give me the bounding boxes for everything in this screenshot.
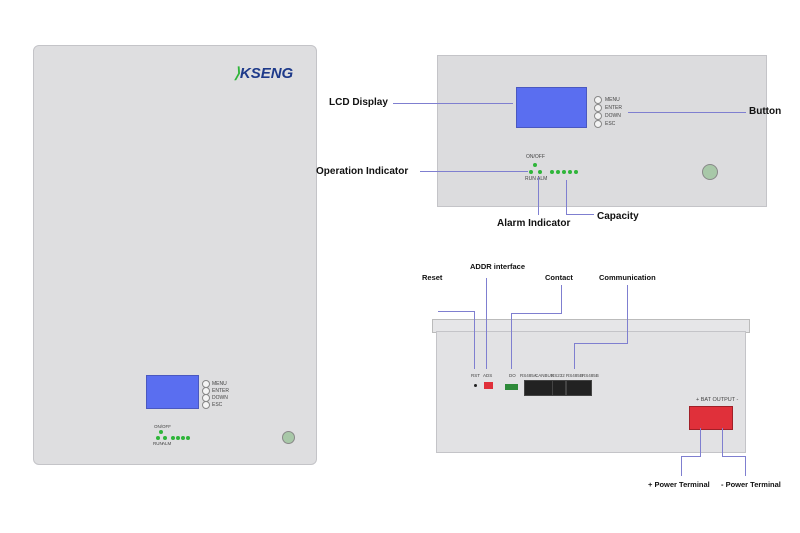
rs485b-port[interactable]: [566, 380, 592, 396]
control-panel-detail: [437, 55, 767, 207]
dry-contact-terminal[interactable]: [505, 384, 518, 390]
battery-front-panel: ⟩KSENG MENU ENTER DOWN ESC ON/OFF RUN AL…: [33, 45, 317, 465]
esc-label: ESC: [605, 121, 616, 127]
onoff-led: [533, 163, 537, 167]
capacity-led: [186, 436, 190, 440]
callout-contact: Contact: [545, 273, 573, 282]
rs485a-label: RS485A: [520, 373, 537, 378]
alm-label: ALM: [537, 176, 548, 182]
rs485b2-label: RS485B: [582, 373, 599, 378]
capacity-led: [176, 436, 180, 440]
alm-led: [163, 436, 167, 440]
callout-alarm-indicator: Alarm Indicator: [497, 218, 571, 229]
menu-label: MENU: [212, 381, 227, 387]
brand-logo: ⟩KSENG: [234, 65, 294, 82]
down-button[interactable]: [594, 112, 602, 120]
callout-button: Button: [749, 106, 782, 117]
capacity-led: [574, 170, 578, 174]
menu-label: MENU: [605, 97, 620, 103]
callout-addr-interface: ADDR interface: [470, 262, 526, 271]
do-label: DO: [509, 373, 516, 378]
callout-lcd-display: LCD Display: [329, 97, 388, 108]
lcd-display: [146, 375, 199, 409]
callout-reset: Reset: [422, 273, 443, 282]
rst-label: RST: [471, 373, 480, 378]
callout-communication: Communication: [599, 273, 656, 282]
capacity-led: [171, 436, 175, 440]
down-label: DOWN: [605, 113, 621, 119]
reset-button[interactable]: [474, 384, 477, 387]
callout-operation-indicator: Operation Indicator: [316, 166, 409, 177]
onoff-label: ON/OFF: [154, 424, 171, 429]
power-switch[interactable]: [702, 164, 718, 180]
capacity-led: [550, 170, 554, 174]
esc-label: ESC: [212, 402, 223, 408]
down-label: DOWN: [212, 395, 228, 401]
rs232-port[interactable]: [552, 380, 566, 396]
alm-label: ALM: [162, 441, 172, 446]
capacity-led: [568, 170, 572, 174]
enter-button[interactable]: [594, 104, 602, 112]
enter-label: ENTER: [212, 388, 229, 394]
capacity-led: [562, 170, 566, 174]
enter-label: ENTER: [605, 105, 622, 111]
callout-capacity: Capacity: [597, 211, 639, 222]
canbus-label: CANBUS: [535, 373, 554, 378]
esc-button[interactable]: [202, 401, 210, 409]
run-label: RUN: [525, 176, 536, 182]
address-dip-switch[interactable]: [484, 382, 493, 389]
run-led: [156, 436, 160, 440]
callout-negative-terminal: - Power Terminal: [721, 480, 781, 489]
lcd-display-detail: [516, 87, 587, 128]
bat-output-label: + BAT OUTPUT -: [696, 397, 739, 403]
run-led: [529, 170, 533, 174]
power-switch[interactable]: [282, 431, 295, 444]
capacity-led: [181, 436, 185, 440]
onoff-led: [159, 430, 163, 434]
menu-button[interactable]: [594, 96, 602, 104]
esc-button[interactable]: [594, 120, 602, 128]
rs485b-label: RS485B: [566, 373, 583, 378]
callout-positive-terminal: + Power Terminal: [648, 480, 710, 489]
capacity-led: [556, 170, 560, 174]
bat-output-terminal[interactable]: [689, 406, 733, 430]
rs232-label: RS232: [551, 373, 565, 378]
ads-label: ADS: [483, 373, 493, 378]
run-label: RUN: [153, 441, 163, 446]
onoff-label: ON/OFF: [526, 154, 545, 160]
alm-led: [538, 170, 542, 174]
